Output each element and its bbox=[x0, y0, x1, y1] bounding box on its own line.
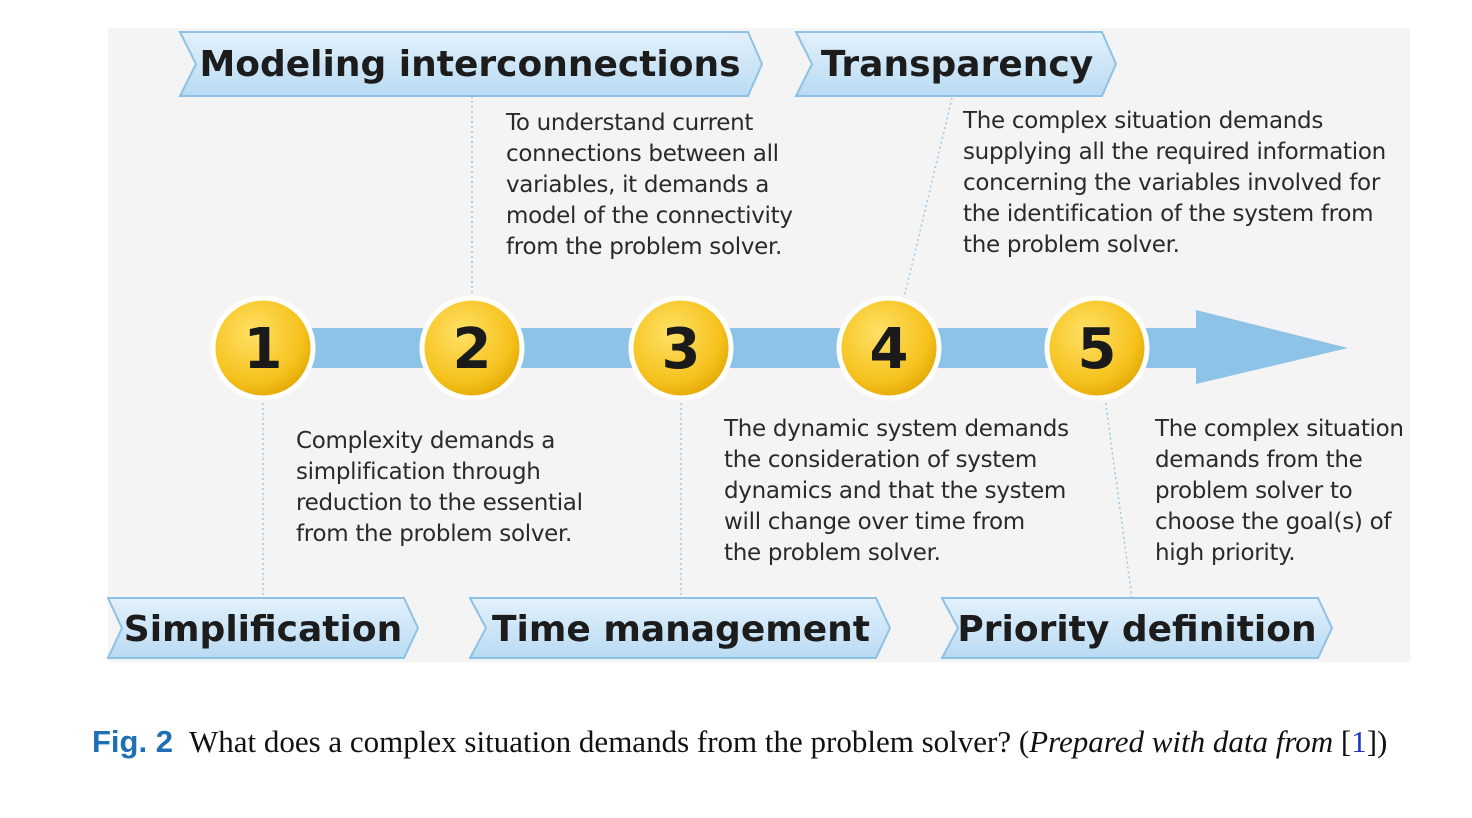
step-number-4: 4 bbox=[870, 317, 909, 382]
banner-priority-label: Priority definition bbox=[957, 609, 1316, 650]
timeline-arrowhead bbox=[1196, 310, 1348, 384]
step-circle-2: 2 bbox=[419, 295, 525, 401]
desc-priority: The complex situation demands from the p… bbox=[1155, 416, 1404, 566]
banner-modeling: Modeling interconnections bbox=[178, 31, 764, 97]
banner-modeling-label: Modeling interconnections bbox=[199, 44, 740, 85]
banner-priority: Priority definition bbox=[940, 597, 1334, 659]
figure-caption: Fig. 2 What does a complex situation dema… bbox=[92, 722, 1420, 762]
caption-italic: Prepared with data from bbox=[1029, 724, 1334, 759]
desc-time: The dynamic system demands the considera… bbox=[724, 416, 1069, 566]
caption-text: What does a complex situation demands fr… bbox=[188, 724, 1030, 759]
step-circle-4: 4 bbox=[836, 295, 942, 401]
step-number-1: 1 bbox=[244, 317, 283, 382]
desc-transparency: The complex situation demands supplying … bbox=[963, 108, 1386, 258]
desc-simplification: Complexity demands a simplification thro… bbox=[296, 428, 583, 547]
figure-label: Fig. 2 bbox=[92, 724, 173, 759]
banner-transparency-label: Transparency bbox=[821, 44, 1093, 85]
banner-transparency: Transparency bbox=[794, 31, 1118, 97]
step-number-5: 5 bbox=[1078, 317, 1117, 382]
banner-simplification-label: Simplification bbox=[124, 609, 402, 650]
banner-time: Time management bbox=[468, 597, 892, 659]
banner-simplification: Simplification bbox=[106, 597, 420, 659]
caption-ref-close: ]) bbox=[1366, 724, 1388, 759]
connector-lines bbox=[262, 96, 1133, 599]
step-number-2: 2 bbox=[453, 317, 492, 382]
connector-transparency bbox=[903, 97, 953, 299]
step-circle-3: 3 bbox=[628, 295, 734, 401]
step-circle-1: 1 bbox=[210, 295, 316, 401]
step-circle-5: 5 bbox=[1044, 295, 1150, 401]
citation-link[interactable]: 1 bbox=[1351, 724, 1367, 759]
connector-priority bbox=[1104, 397, 1133, 599]
banner-time-label: Time management bbox=[492, 609, 870, 650]
step-number-3: 3 bbox=[662, 317, 701, 382]
desc-modeling: To understand current connections betwee… bbox=[506, 110, 793, 260]
caption-ref-open: [ bbox=[1333, 724, 1352, 759]
